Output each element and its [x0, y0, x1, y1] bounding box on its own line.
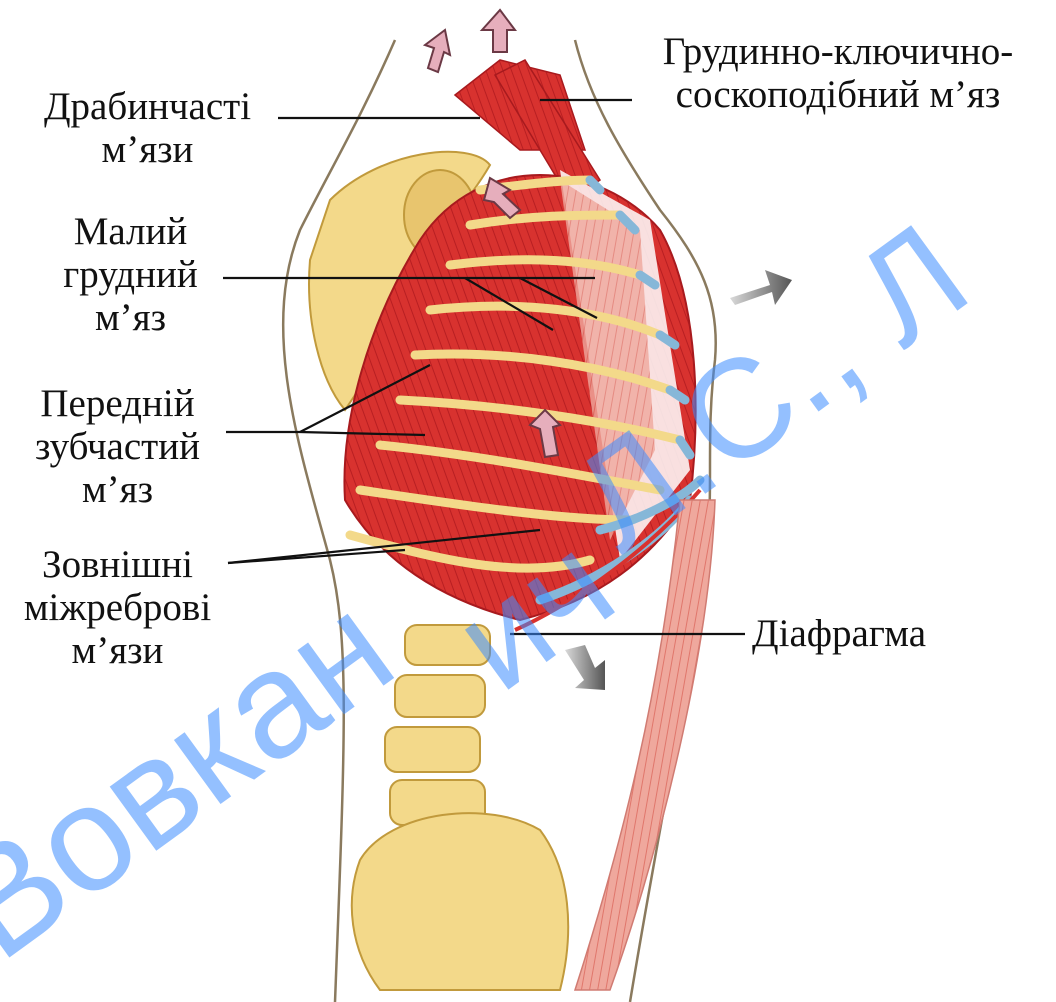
sternocleidomastoid-label: Грудинно-ключично- соскоподібний м’яз	[628, 30, 1048, 116]
external-intercostal-label-line1: Зовнішні	[5, 543, 230, 586]
sternocleidomastoid-label-line1: Грудинно-ключично-	[628, 30, 1048, 73]
scalene-label-line1: Драбинчасті	[20, 85, 275, 128]
scalene-label-line2: м’язи	[20, 128, 275, 171]
external-intercostal-label-line2: міжреброві	[5, 586, 230, 629]
sternocleidomastoid-label-line2: соскоподібний м’яз	[628, 73, 1048, 116]
serratus-anterior-label-line2: зубчастий	[10, 425, 225, 468]
arrow-up-icon	[482, 10, 515, 52]
scalene-label: Драбинчасті м’язи	[20, 85, 275, 171]
diaphragm-label-line1: Діафрагма	[752, 612, 972, 655]
pectoralis-minor-label-line3: м’яз	[38, 296, 223, 339]
serratus-anterior-label-line1: Передній	[10, 382, 225, 425]
pectoralis-minor-label-line2: грудний	[38, 253, 223, 296]
pelvis	[352, 813, 568, 990]
arrow-up-icon	[425, 30, 450, 72]
serratus-anterior-label-line3: м’яз	[10, 468, 225, 511]
pectoralis-minor-label-line1: Малий	[38, 210, 223, 253]
pectoralis-minor-label: Малий грудний м’яз	[38, 210, 223, 339]
serratus-anterior-label: Передній зубчастий м’яз	[10, 382, 225, 511]
diaphragm-label: Діафрагма	[752, 612, 972, 655]
